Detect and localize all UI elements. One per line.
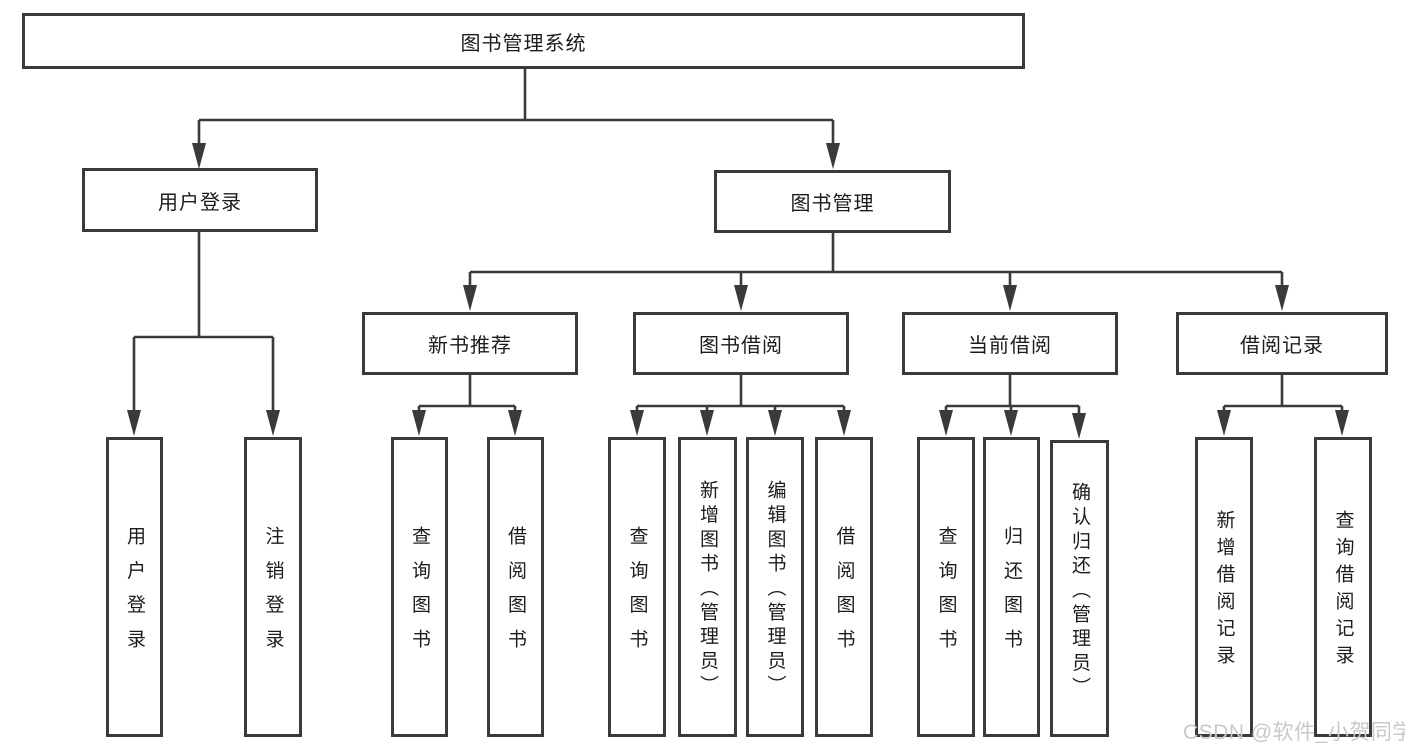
arrowhead — [768, 410, 782, 436]
connector-user-login-branch — [127, 232, 280, 436]
leaf-label: 新增借阅记录 — [1213, 510, 1235, 672]
arrowhead — [826, 143, 840, 169]
leaf-label: 查询图书 — [409, 526, 430, 663]
leaf-query-books-rec: 查询图书 — [391, 437, 448, 737]
node-new-book-recommendation: 新书推荐 — [362, 312, 578, 375]
leaf-query-books-current: 查询图书 — [917, 437, 975, 737]
arrowhead — [1072, 413, 1086, 439]
leaf-label: 新增图书（管理员） — [697, 480, 718, 700]
leaf-label: 借阅图书 — [833, 526, 855, 663]
arrowhead — [412, 410, 426, 436]
arrowhead — [1003, 285, 1017, 311]
connector-new-book-rec-branch — [412, 375, 522, 436]
connector-current-borrow-branch — [939, 375, 1086, 439]
arrowhead — [127, 410, 141, 436]
leaf-user-login: 用户登录 — [106, 437, 163, 737]
leaf-label: 归还图书 — [1001, 526, 1022, 663]
csdn-watermark: CSDN @软件_小贺同学 — [1183, 721, 1405, 744]
leaf-query-borrow-record: 查询借阅记录 — [1314, 437, 1372, 737]
node-current-borrowing: 当前借阅 — [902, 312, 1118, 375]
arrowhead — [192, 143, 206, 169]
arrowhead — [1335, 410, 1349, 436]
leaf-borrow-books: 借阅图书 — [815, 437, 873, 737]
leaf-borrow-books-rec: 借阅图书 — [487, 437, 544, 737]
node-borrowing-records: 借阅记录 — [1176, 312, 1388, 375]
leaf-label: 查询图书 — [626, 526, 648, 663]
arrowhead — [630, 410, 644, 436]
leaf-label: 借阅图书 — [505, 526, 526, 663]
arrowhead — [939, 410, 953, 436]
leaf-return-books: 归还图书 — [983, 437, 1040, 737]
arrowhead — [1004, 410, 1018, 436]
leaf-logout: 注销登录 — [244, 437, 302, 737]
leaf-label: 查询图书 — [935, 526, 957, 663]
leaf-confirm-return-admin: 确认归还（管理员） — [1050, 440, 1109, 737]
node-root-library-system: 图书管理系统 — [22, 13, 1025, 69]
arrowhead — [734, 285, 748, 311]
leaf-label: 确认归还（管理员） — [1069, 481, 1090, 701]
connector-borrow-records-branch — [1217, 375, 1349, 436]
leaf-edit-books-admin: 编辑图书（管理员） — [746, 437, 804, 737]
leaf-label: 查询借阅记录 — [1332, 510, 1354, 672]
arrowhead — [1275, 285, 1289, 311]
leaf-label: 注销登录 — [262, 526, 284, 663]
leaf-label: 用户登录 — [124, 526, 145, 663]
arrowhead — [463, 285, 477, 311]
leaf-add-books-admin: 新增图书（管理员） — [678, 437, 737, 737]
node-user-login: 用户登录 — [82, 168, 318, 232]
connector-book-mgmt-to-level3 — [463, 233, 1289, 311]
node-book-borrowing: 图书借阅 — [633, 312, 849, 375]
leaf-query-books-borrow: 查询图书 — [608, 437, 666, 737]
arrowhead — [266, 410, 280, 436]
arrowhead — [700, 410, 714, 436]
arrowhead — [1217, 410, 1231, 436]
leaf-label: 编辑图书（管理员） — [764, 480, 786, 700]
arrowhead — [508, 410, 522, 436]
connector-book-borrow-branch — [630, 375, 851, 436]
leaf-add-borrow-record: 新增借阅记录 — [1195, 437, 1253, 737]
node-book-management: 图书管理 — [714, 170, 951, 233]
arrowhead — [837, 410, 851, 436]
connector-root-to-level2 — [192, 68, 840, 169]
